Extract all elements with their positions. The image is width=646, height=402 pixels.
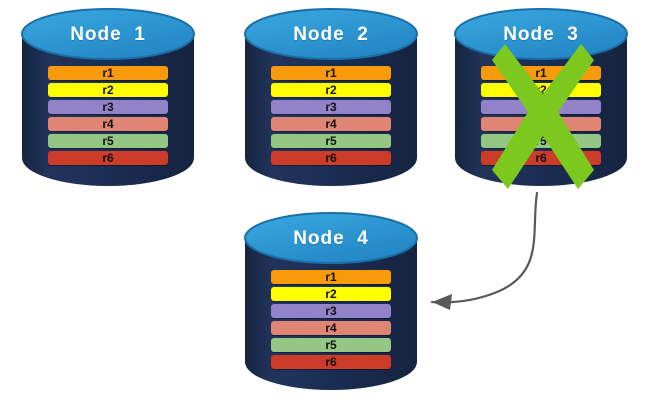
data-row-r4[interactable]: r4 xyxy=(271,321,391,335)
data-row-r1[interactable]: r1 xyxy=(271,66,391,80)
data-row-r1[interactable]: r1 xyxy=(481,66,601,80)
node-title-1: Node 1 xyxy=(70,24,146,45)
node-rows-3: r1 r2 r3 r4 r5 r6 xyxy=(453,66,629,165)
node-rows-4: r1 r2 r3 r4 r5 r6 xyxy=(243,270,419,369)
node-title-3: Node 3 xyxy=(503,24,579,45)
data-row-r6[interactable]: r6 xyxy=(271,151,391,165)
data-row-r1[interactable]: r1 xyxy=(271,270,391,284)
data-row-r3[interactable]: r3 xyxy=(271,100,391,114)
data-row-r2[interactable]: r2 xyxy=(48,83,168,97)
node-cylinder-1[interactable]: Node 1 r1 r2 r3 r4 r5 r6 xyxy=(20,8,196,188)
node-title-4: Node 4 xyxy=(293,228,369,249)
data-row-r1[interactable]: r1 xyxy=(48,66,168,80)
node-cylinder-2[interactable]: Node 2 r1 r2 r3 r4 r5 r6 xyxy=(243,8,419,188)
data-row-r4[interactable]: r4 xyxy=(481,117,601,131)
data-row-r4[interactable]: r4 xyxy=(48,117,168,131)
data-row-r6[interactable]: r6 xyxy=(271,355,391,369)
data-row-r5[interactable]: r5 xyxy=(481,134,601,148)
node-rows-2: r1 r2 r3 r4 r5 r6 xyxy=(243,66,419,165)
node-cylinder-4[interactable]: Node 4 r1 r2 r3 r4 r5 r6 xyxy=(243,212,419,392)
data-row-r4[interactable]: r4 xyxy=(271,117,391,131)
data-row-r2[interactable]: r2 xyxy=(481,83,601,97)
data-row-r6[interactable]: r6 xyxy=(481,151,601,165)
data-row-r2[interactable]: r2 xyxy=(271,287,391,301)
node-title-2: Node 2 xyxy=(293,24,369,45)
node-rows-1: r1 r2 r3 r4 r5 r6 xyxy=(20,66,196,165)
data-row-r5[interactable]: r5 xyxy=(271,338,391,352)
data-row-r3[interactable]: r3 xyxy=(271,304,391,318)
data-row-r5[interactable]: r5 xyxy=(271,134,391,148)
data-row-r3[interactable]: r3 xyxy=(48,100,168,114)
data-row-r2[interactable]: r2 xyxy=(271,83,391,97)
data-row-r3[interactable]: r3 xyxy=(481,100,601,114)
data-row-r6[interactable]: r6 xyxy=(48,151,168,165)
data-row-r5[interactable]: r5 xyxy=(48,134,168,148)
node-cylinder-3[interactable]: Node 3 r1 r2 r3 r4 r5 r6 xyxy=(453,8,629,188)
